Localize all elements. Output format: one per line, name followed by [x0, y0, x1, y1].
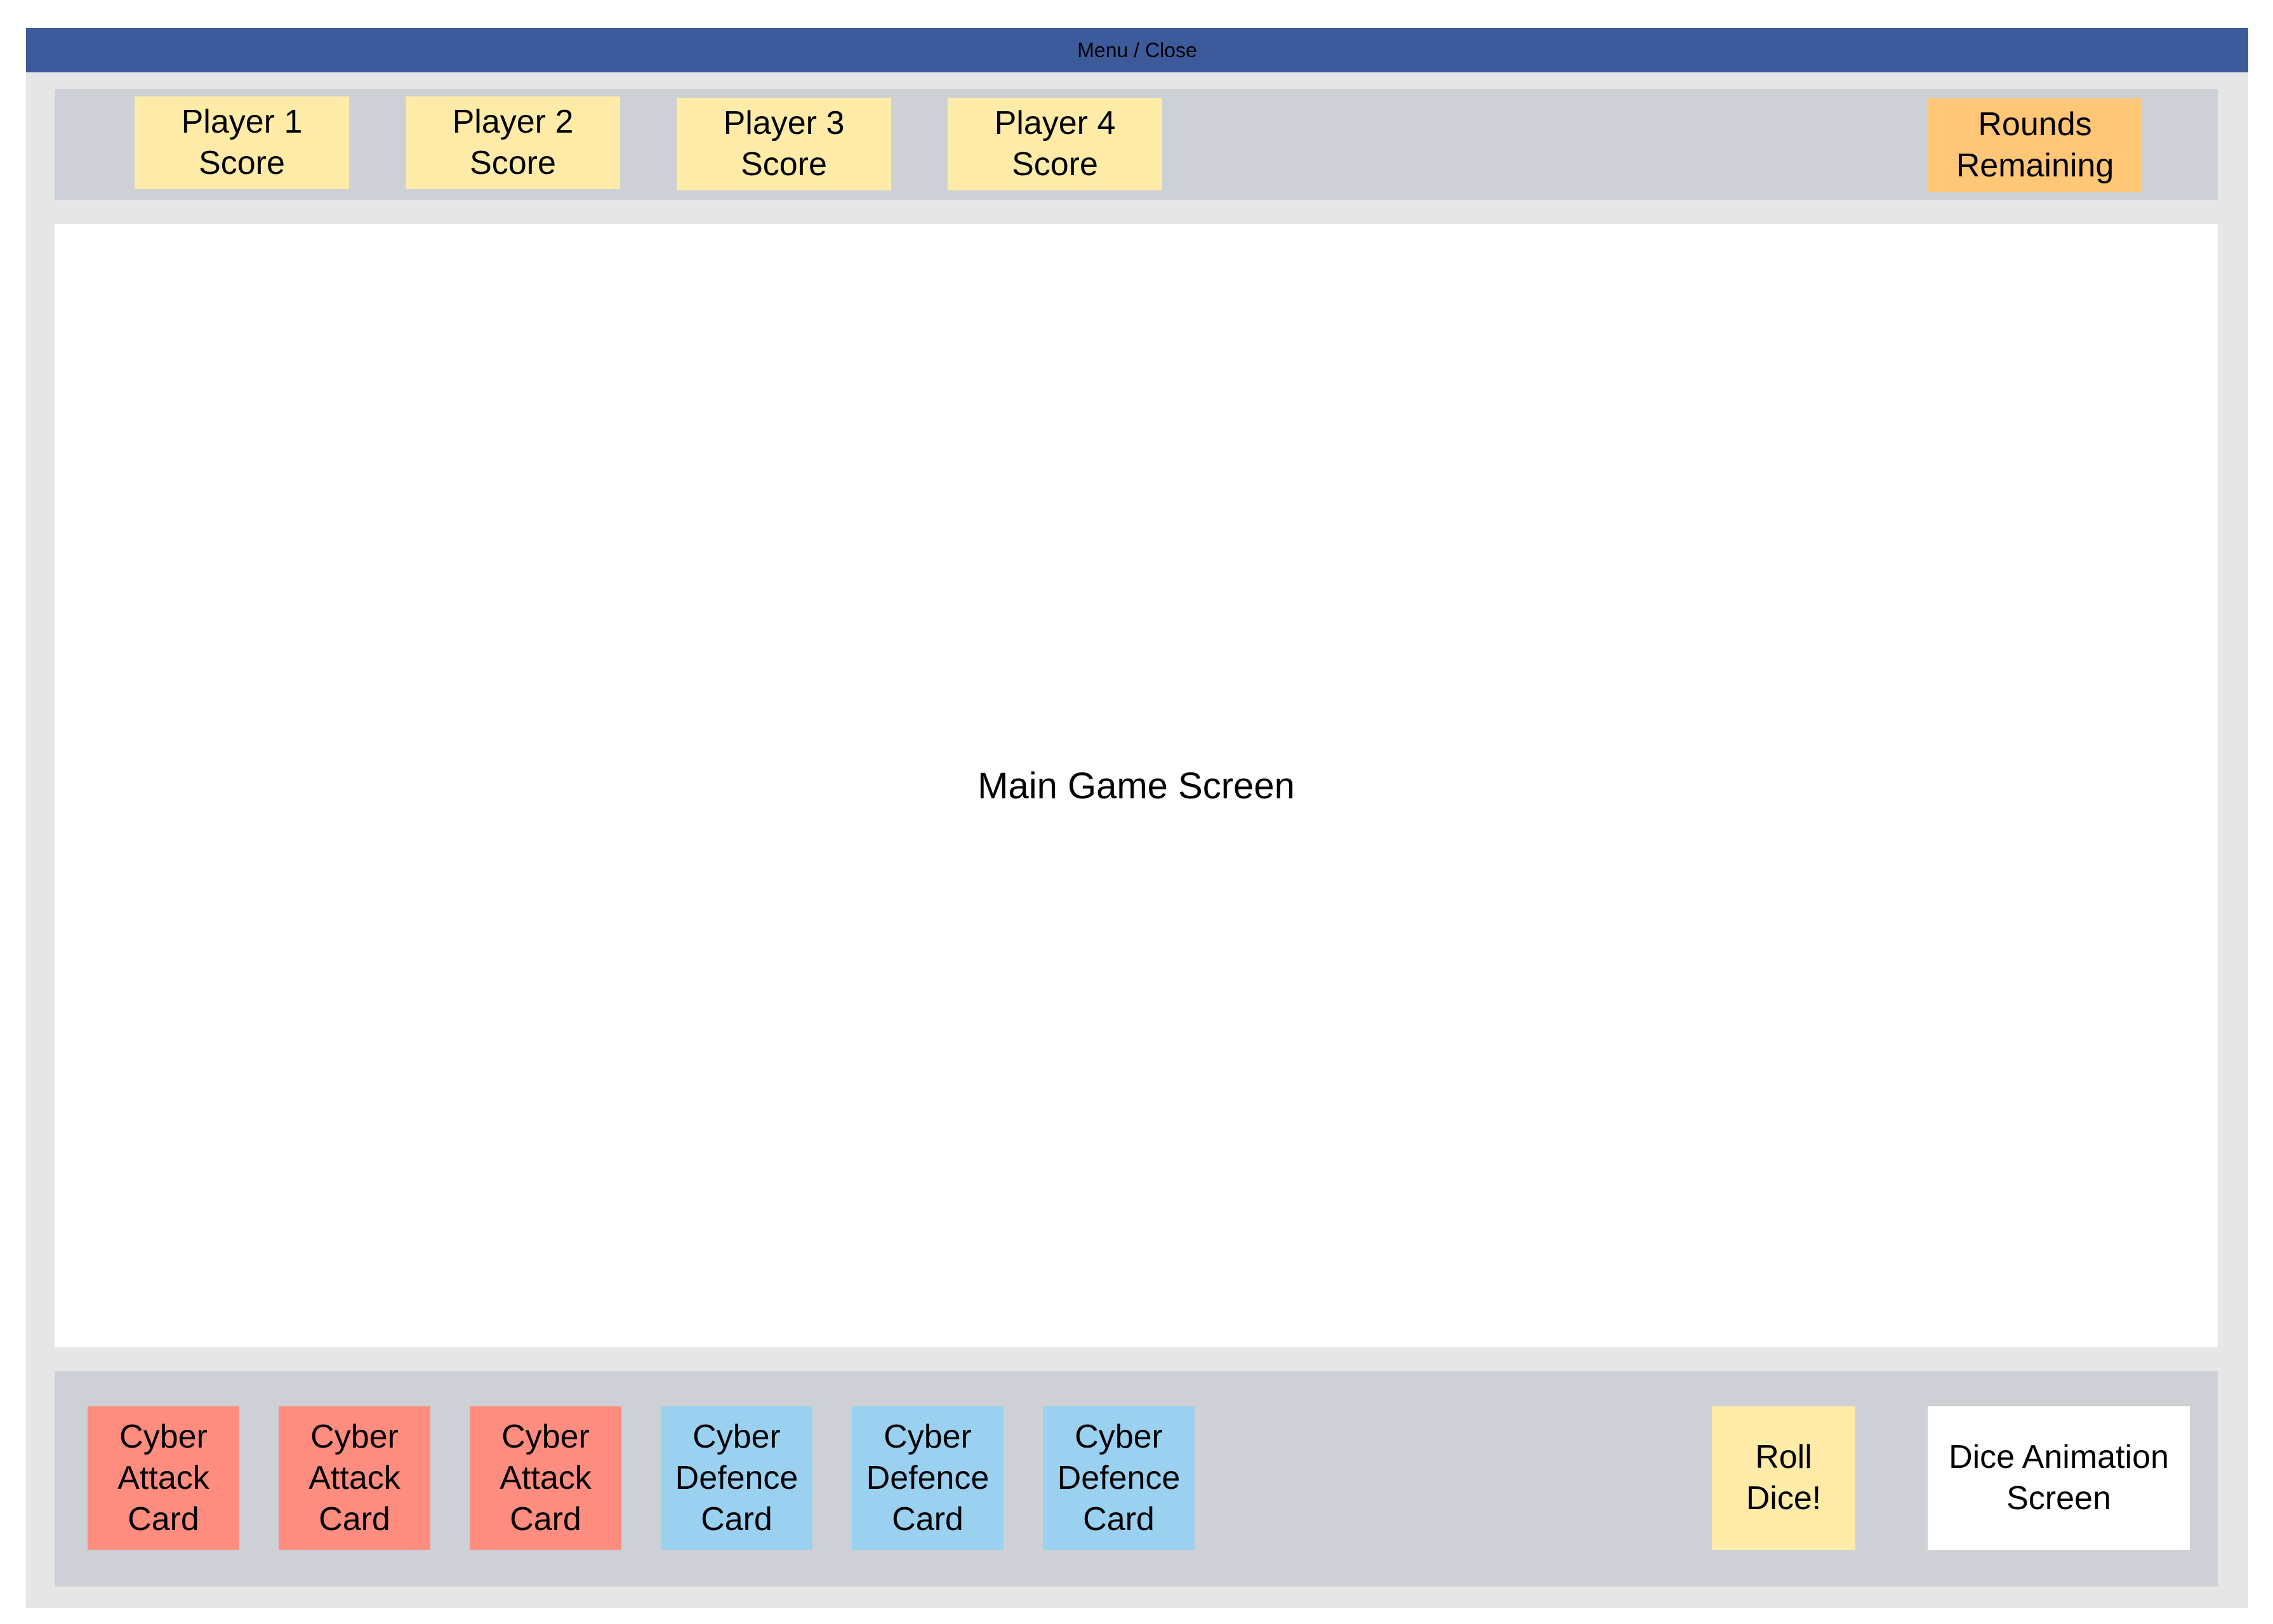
- card-5-line1: Cyber: [884, 1418, 972, 1455]
- rounds-remaining-line2: Remaining: [1956, 147, 2114, 184]
- card-4-line1: Cyber: [693, 1418, 781, 1455]
- card-1-line1: Cyber: [119, 1418, 208, 1455]
- dice-screen-line1: Dice Animation: [1949, 1439, 2169, 1475]
- card-1-line2: Attack: [117, 1459, 209, 1496]
- player-3-score-line1: Player 3: [723, 105, 845, 142]
- card-2-line3: Card: [319, 1500, 390, 1538]
- card-1-line3: Card: [128, 1500, 199, 1538]
- player-2-score: Player 2 Score: [406, 96, 620, 189]
- card-6-line3: Card: [1083, 1500, 1155, 1538]
- player-4-score: Player 4 Score: [948, 98, 1162, 190]
- card-2-line2: Attack: [308, 1459, 401, 1496]
- player-3-score-line2: Score: [741, 146, 827, 183]
- card-4-line2: Defence: [675, 1459, 799, 1496]
- roll-dice-line2: Dice!: [1746, 1480, 1822, 1517]
- card-3-line2: Attack: [500, 1459, 592, 1496]
- main-game-screen[interactable]: Main Game Screen: [55, 224, 2218, 1347]
- card-5-line3: Card: [892, 1500, 964, 1538]
- card-3-line1: Cyber: [501, 1418, 590, 1455]
- roll-dice-line1: Roll: [1755, 1439, 1812, 1475]
- player-4-score-line1: Player 4: [994, 105, 1116, 142]
- player-4-score-line2: Score: [1012, 146, 1098, 183]
- player-3-score: Player 3 Score: [677, 98, 891, 190]
- player-2-score-line1: Player 2: [452, 103, 574, 140]
- card-6-line2: Defence: [1057, 1459, 1181, 1496]
- card-2-line1: Cyber: [310, 1418, 399, 1455]
- card-5-line2: Defence: [866, 1459, 990, 1496]
- player-1-score-line2: Score: [199, 145, 285, 182]
- dice-screen-line2: Screen: [2006, 1480, 2111, 1517]
- menu-close-button[interactable]: Menu / Close: [26, 28, 2248, 72]
- card-3-line3: Card: [510, 1500, 581, 1538]
- rounds-remaining-line1: Rounds: [1978, 106, 2092, 143]
- player-1-score-line1: Player 1: [181, 103, 303, 140]
- card-4-line3: Card: [701, 1500, 772, 1538]
- card-6-line1: Cyber: [1075, 1418, 1163, 1455]
- player-2-score-line2: Score: [470, 145, 556, 182]
- player-1-score: Player 1 Score: [135, 96, 349, 189]
